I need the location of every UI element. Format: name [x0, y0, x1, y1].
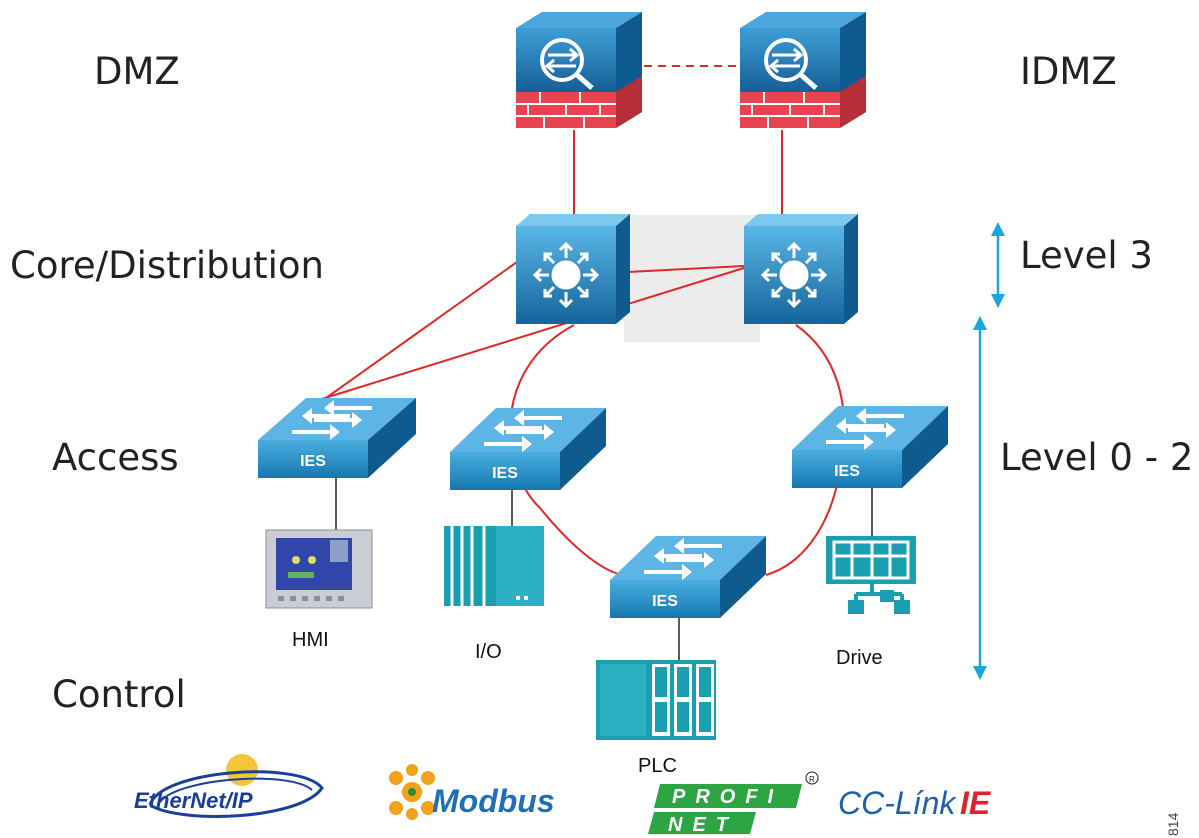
level-label-lower: Level 0 - 2 — [1000, 436, 1193, 479]
device-label-io: I/O — [475, 641, 502, 663]
switch-label: IES — [492, 465, 518, 482]
zone-label-dmz: DMZ — [94, 50, 180, 93]
ies-switch-icon[interactable]: IES — [258, 398, 416, 478]
modbus-text: Modbus — [432, 783, 555, 819]
device-label-drive: Drive — [836, 647, 883, 669]
zone-label-control: Control — [52, 673, 186, 716]
level-3-arrow — [991, 222, 1005, 308]
cc-link-ie-text: IE — [960, 785, 992, 821]
zone-label-core: Core/Distribution — [10, 244, 324, 287]
zone-label-idmz: IDMZ — [1020, 50, 1117, 93]
core-switch-icon[interactable] — [744, 214, 858, 324]
firewall-icon[interactable] — [740, 12, 866, 128]
modbus-logo: Modbus — [389, 764, 555, 820]
level-label-upper: Level 3 — [1020, 234, 1153, 277]
profinet-logo: PROFI NET R — [648, 771, 819, 836]
core2-access-link — [311, 267, 745, 403]
device-cables — [335, 478, 873, 660]
plc-device-icon[interactable] — [596, 660, 716, 740]
svg-text:R: R — [809, 775, 815, 784]
firewall-icon[interactable] — [516, 12, 642, 128]
ies-switch-icon[interactable]: IES — [610, 536, 766, 618]
switch-label: IES — [652, 593, 678, 610]
ring-left — [509, 324, 623, 576]
network-links — [311, 65, 846, 576]
profinet-text-bottom: NET — [668, 814, 738, 836]
level-0-2-arrow — [973, 316, 987, 680]
ethernet-ip-text: EtherNet/IP — [134, 788, 253, 813]
zone-label-access: Access — [52, 436, 179, 479]
switch-label: IES — [300, 453, 326, 470]
switch-label: IES — [834, 463, 860, 480]
ethernet-ip-logo: EtherNet/IP — [134, 754, 324, 818]
core-shading — [624, 215, 760, 342]
ies-switch-icon[interactable]: IES — [450, 408, 606, 490]
core1-access-link — [325, 261, 518, 399]
device-label-plc: PLC — [638, 755, 677, 777]
hmi-device-icon[interactable] — [265, 529, 373, 609]
ies-switch-icon[interactable]: IES — [792, 406, 948, 488]
device-label-hmi: HMI — [292, 629, 329, 651]
cc-link-text: CC-Línk — [838, 785, 957, 821]
core-interconnect-link — [627, 265, 745, 273]
drive-device-icon[interactable] — [826, 536, 916, 614]
profinet-text-top: PROFI — [672, 786, 783, 808]
cc-link-ie-logo: CC-Línk IE — [838, 785, 992, 821]
io-device-icon[interactable] — [444, 526, 544, 606]
core-switch-icon[interactable] — [516, 214, 630, 324]
figure-id: 814 — [1165, 812, 1181, 836]
